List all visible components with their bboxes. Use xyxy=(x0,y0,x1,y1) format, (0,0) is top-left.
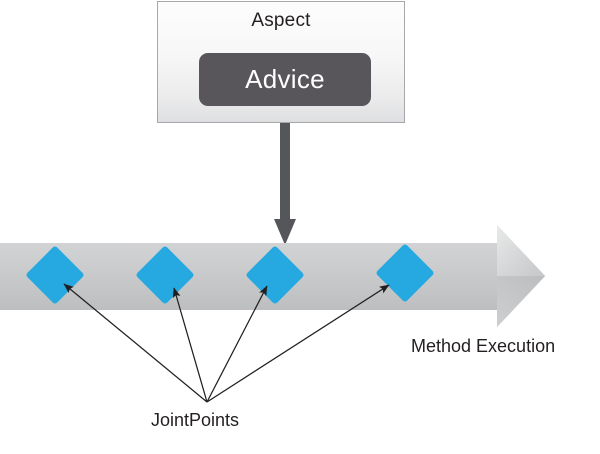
method-execution-label: Method Execution xyxy=(411,336,556,356)
advice-label: Advice xyxy=(245,64,325,94)
advice-down-arrow-icon xyxy=(274,123,296,245)
advice-box: Advice xyxy=(199,53,371,106)
joint-points-label: JointPoints xyxy=(151,410,240,430)
aspect-box: Aspect Advice xyxy=(157,1,405,123)
aspect-title: Aspect xyxy=(251,10,311,31)
